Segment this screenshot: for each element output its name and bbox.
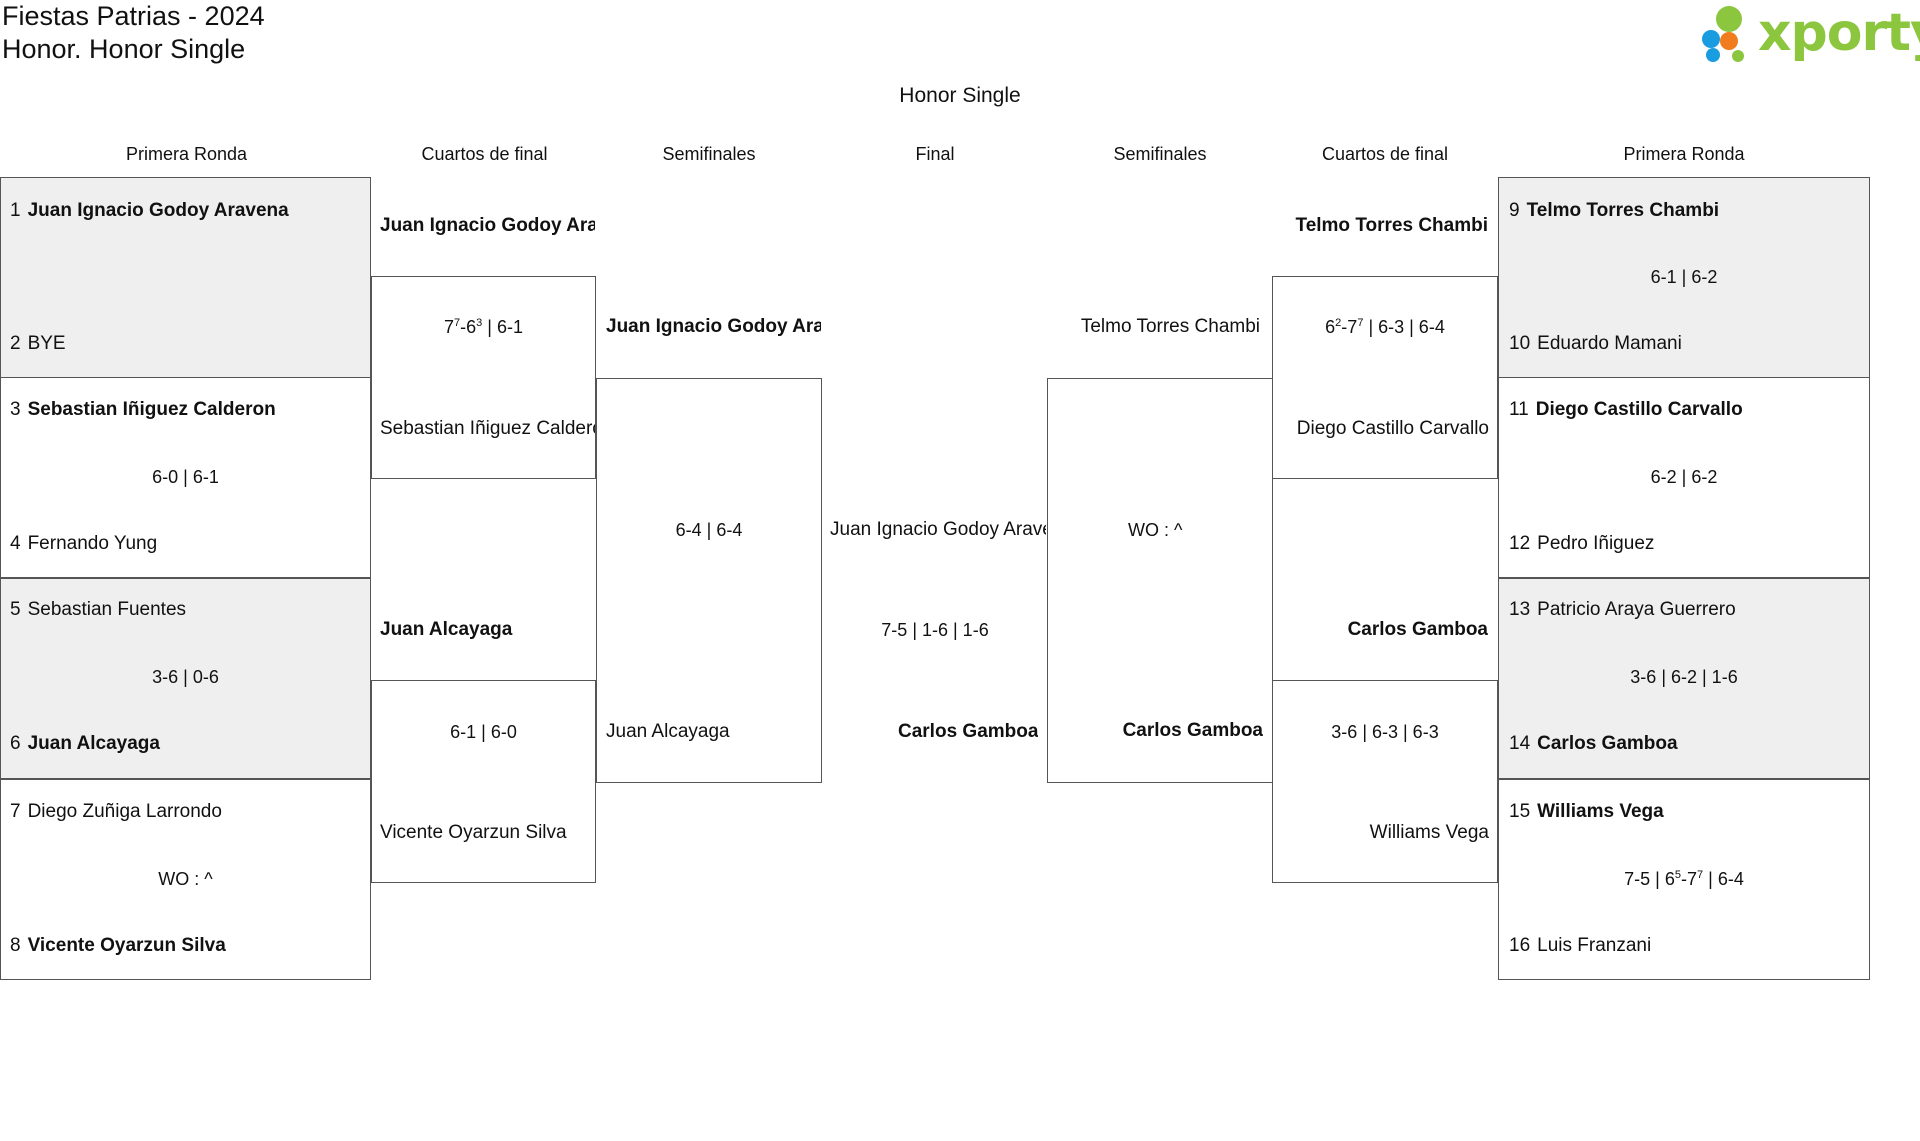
player-name: Vicente Oyarzun Silva: [27, 935, 226, 956]
sf-match-box[interactable]: 6-4 | 6-4 Juan Alcayaga: [596, 378, 822, 783]
player-name: Diego Zuñiga Larrondo: [27, 801, 222, 822]
player-name: Diego Castillo Carvallo: [1535, 399, 1743, 420]
qf-match-box[interactable]: 77-63 | 6-1 Sebastian Iñiguez Calderon: [371, 276, 596, 479]
match-score: 6-1 | 6-0: [450, 722, 517, 742]
player-name: Luis Franzani: [1537, 935, 1652, 956]
player-name: BYE: [27, 333, 66, 354]
logo-dot-small-blue-icon: [1706, 48, 1720, 62]
match-score: 6-0 | 6-1: [152, 467, 219, 487]
bracket-title: Honor Single: [899, 84, 1021, 107]
round-label-left-r1: Primera Ronda: [125, 144, 248, 164]
match-score: 3-6 | 0-6: [152, 667, 219, 687]
logo-dot-orange-icon: [1720, 32, 1738, 50]
match-score: 62-77 | 6-3 | 6-4: [1325, 317, 1445, 337]
qf-match-box[interactable]: 62-77 | 6-3 | 6-4 Diego Castillo Carvall…: [1272, 276, 1498, 479]
player-name: Pedro Iñiguez: [1537, 533, 1655, 554]
qf-match-box[interactable]: 6-1 | 6-0 Vicente Oyarzun Silva: [371, 680, 596, 883]
match-score: 77-63 | 6-1: [444, 317, 523, 337]
match-score: WO : ^: [1128, 520, 1183, 540]
player-name: Sebastian Iñiguez Calderon: [27, 399, 276, 420]
player-name: Patricio Araya Guerrero: [1537, 599, 1736, 620]
logo-dot-green-icon: [1716, 6, 1742, 32]
qf-player: Diego Castillo Carvallo: [1296, 418, 1489, 439]
sf-player: Juan Ignacio Godoy Aravena: [606, 316, 821, 337]
sf-player: Juan Alcayaga: [606, 721, 730, 742]
match-score: 6-2 | 6-2: [1650, 467, 1718, 487]
sf-match-box[interactable]: WO : ^ Carlos Gamboa: [1047, 378, 1273, 783]
sf-player: Telmo Torres Chambi: [1080, 316, 1260, 337]
round-label-right-qf: Cuartos de final: [1321, 144, 1449, 164]
match-score: 6-4 | 6-4: [675, 520, 743, 540]
qf-player: Telmo Torres Chambi: [1295, 215, 1489, 236]
logo-dot-small-green-icon: [1732, 50, 1744, 62]
qf-player: Sebastian Iñiguez Calderon: [380, 418, 595, 439]
player-name: Sebastian Fuentes: [27, 599, 187, 620]
round-label-final: Final: [915, 144, 955, 164]
qf-player: Juan Ignacio Godoy Aravena: [380, 215, 595, 236]
qf-player: Juan Alcayaga: [380, 619, 513, 640]
round-label-left-sf: Semifinales: [662, 144, 756, 164]
tournament-title: Fiestas Patrias - 2024: [2, 1, 265, 31]
player-name: Juan Ignacio Godoy Aravena: [27, 200, 289, 221]
xporty-logo[interactable]: xporty: [1694, 3, 1920, 66]
logo-text: xporty: [1758, 3, 1920, 63]
category-title: Honor. Honor Single: [2, 34, 246, 64]
player-name: Telmo Torres Chambi: [1526, 200, 1720, 221]
qf-match-box[interactable]: 3-6 | 6-3 | 6-3 Williams Vega: [1272, 680, 1498, 883]
final-player: Juan Ignacio Godoy Aravena: [830, 519, 1046, 540]
round-label-left-qf: Cuartos de final: [421, 144, 548, 164]
logo-dot-blue-icon: [1702, 30, 1720, 48]
player-name: Carlos Gamboa: [1537, 733, 1678, 754]
player-name: Fernando Yung: [27, 533, 158, 554]
qf-player: Williams Vega: [1369, 822, 1489, 843]
player-name: Williams Vega: [1537, 801, 1664, 822]
player-name: Eduardo Mamani: [1537, 333, 1682, 354]
match-score: 6-1 | 6-2: [1650, 267, 1718, 287]
qf-player: Vicente Oyarzun Silva: [380, 822, 567, 843]
round-label-right-sf: Semifinales: [1113, 144, 1207, 164]
final-player: Carlos Gamboa: [898, 721, 1038, 742]
sf-player: Carlos Gamboa: [1122, 720, 1263, 741]
match-score: 3-6 | 6-3 | 6-3: [1331, 722, 1439, 742]
match-score: WO : ^: [158, 869, 213, 889]
match-score: 7-5 | 65-77 | 6-4: [1624, 869, 1744, 889]
qf-player: Carlos Gamboa: [1347, 619, 1488, 640]
player-name: Juan Alcayaga: [27, 733, 160, 754]
match-score: 3-6 | 6-2 | 1-6: [1630, 667, 1738, 687]
final-score: 7-5 | 1-6 | 1-6: [881, 620, 989, 640]
round-label-right-r1: Primera Ronda: [1623, 144, 1745, 164]
